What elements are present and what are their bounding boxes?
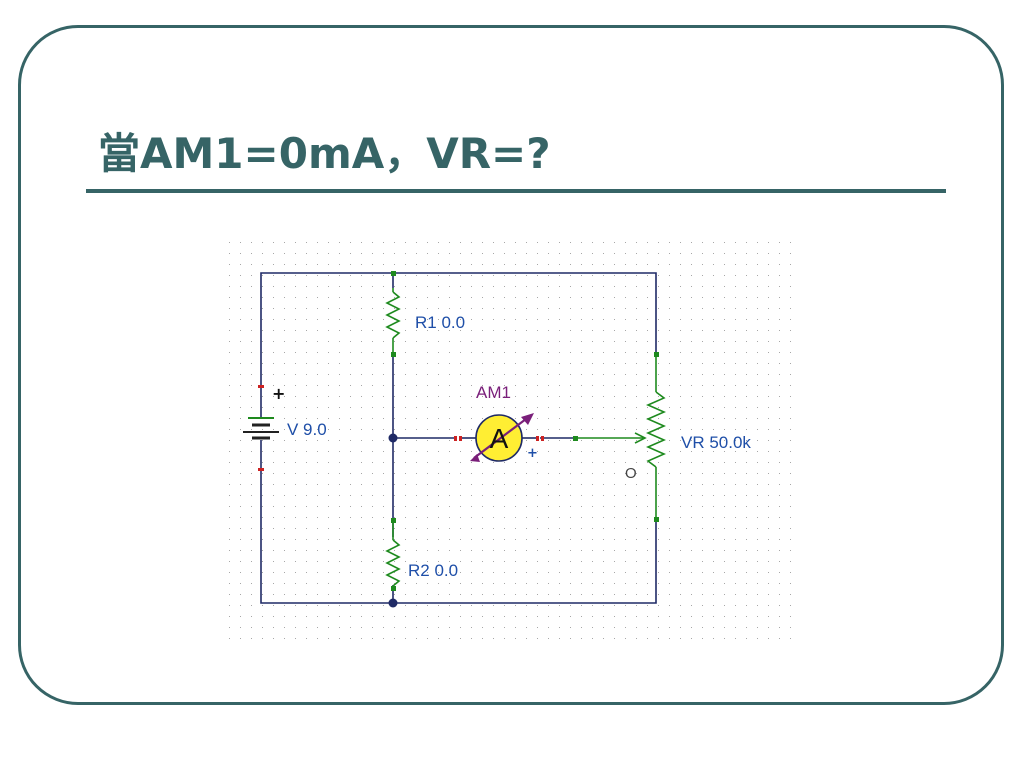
vr-end-mark: O: [625, 465, 637, 482]
slide-frame: [18, 25, 1004, 705]
r1-label: R1 0.0: [415, 313, 465, 332]
battery-v: [243, 392, 279, 468]
vr-label: VR 50.0k: [681, 433, 751, 452]
variable-resistor-vr: [576, 355, 666, 520]
r2-label: R2 0.0: [408, 561, 458, 580]
r1-terminal-top: [391, 271, 396, 276]
junction-node-middle: [388, 433, 398, 443]
battery-label: V 9.0: [287, 420, 327, 439]
slide-title: 當AM1=0mA，VR=?: [98, 129, 551, 178]
title-divider: [86, 189, 946, 193]
junction-node-bottom: [388, 598, 398, 608]
ammeter-name: AM1: [476, 383, 511, 402]
ammeter-am1: [454, 413, 544, 462]
battery-plus-sign: +: [272, 384, 285, 403]
r2-terminal-bottom: [391, 586, 396, 591]
r2-terminal-top: [391, 518, 396, 523]
battery-terminal-top: [258, 385, 264, 388]
r1-terminal-bottom: [391, 352, 396, 357]
vr-terminal-top: [654, 352, 659, 357]
vr-terminal-bottom: [654, 517, 659, 522]
vr-wiper-terminal: [573, 436, 578, 441]
battery-terminal-bottom: [258, 468, 264, 471]
ammeter-plus-sign: +: [527, 446, 538, 461]
ammeter-symbol: A: [490, 423, 509, 454]
